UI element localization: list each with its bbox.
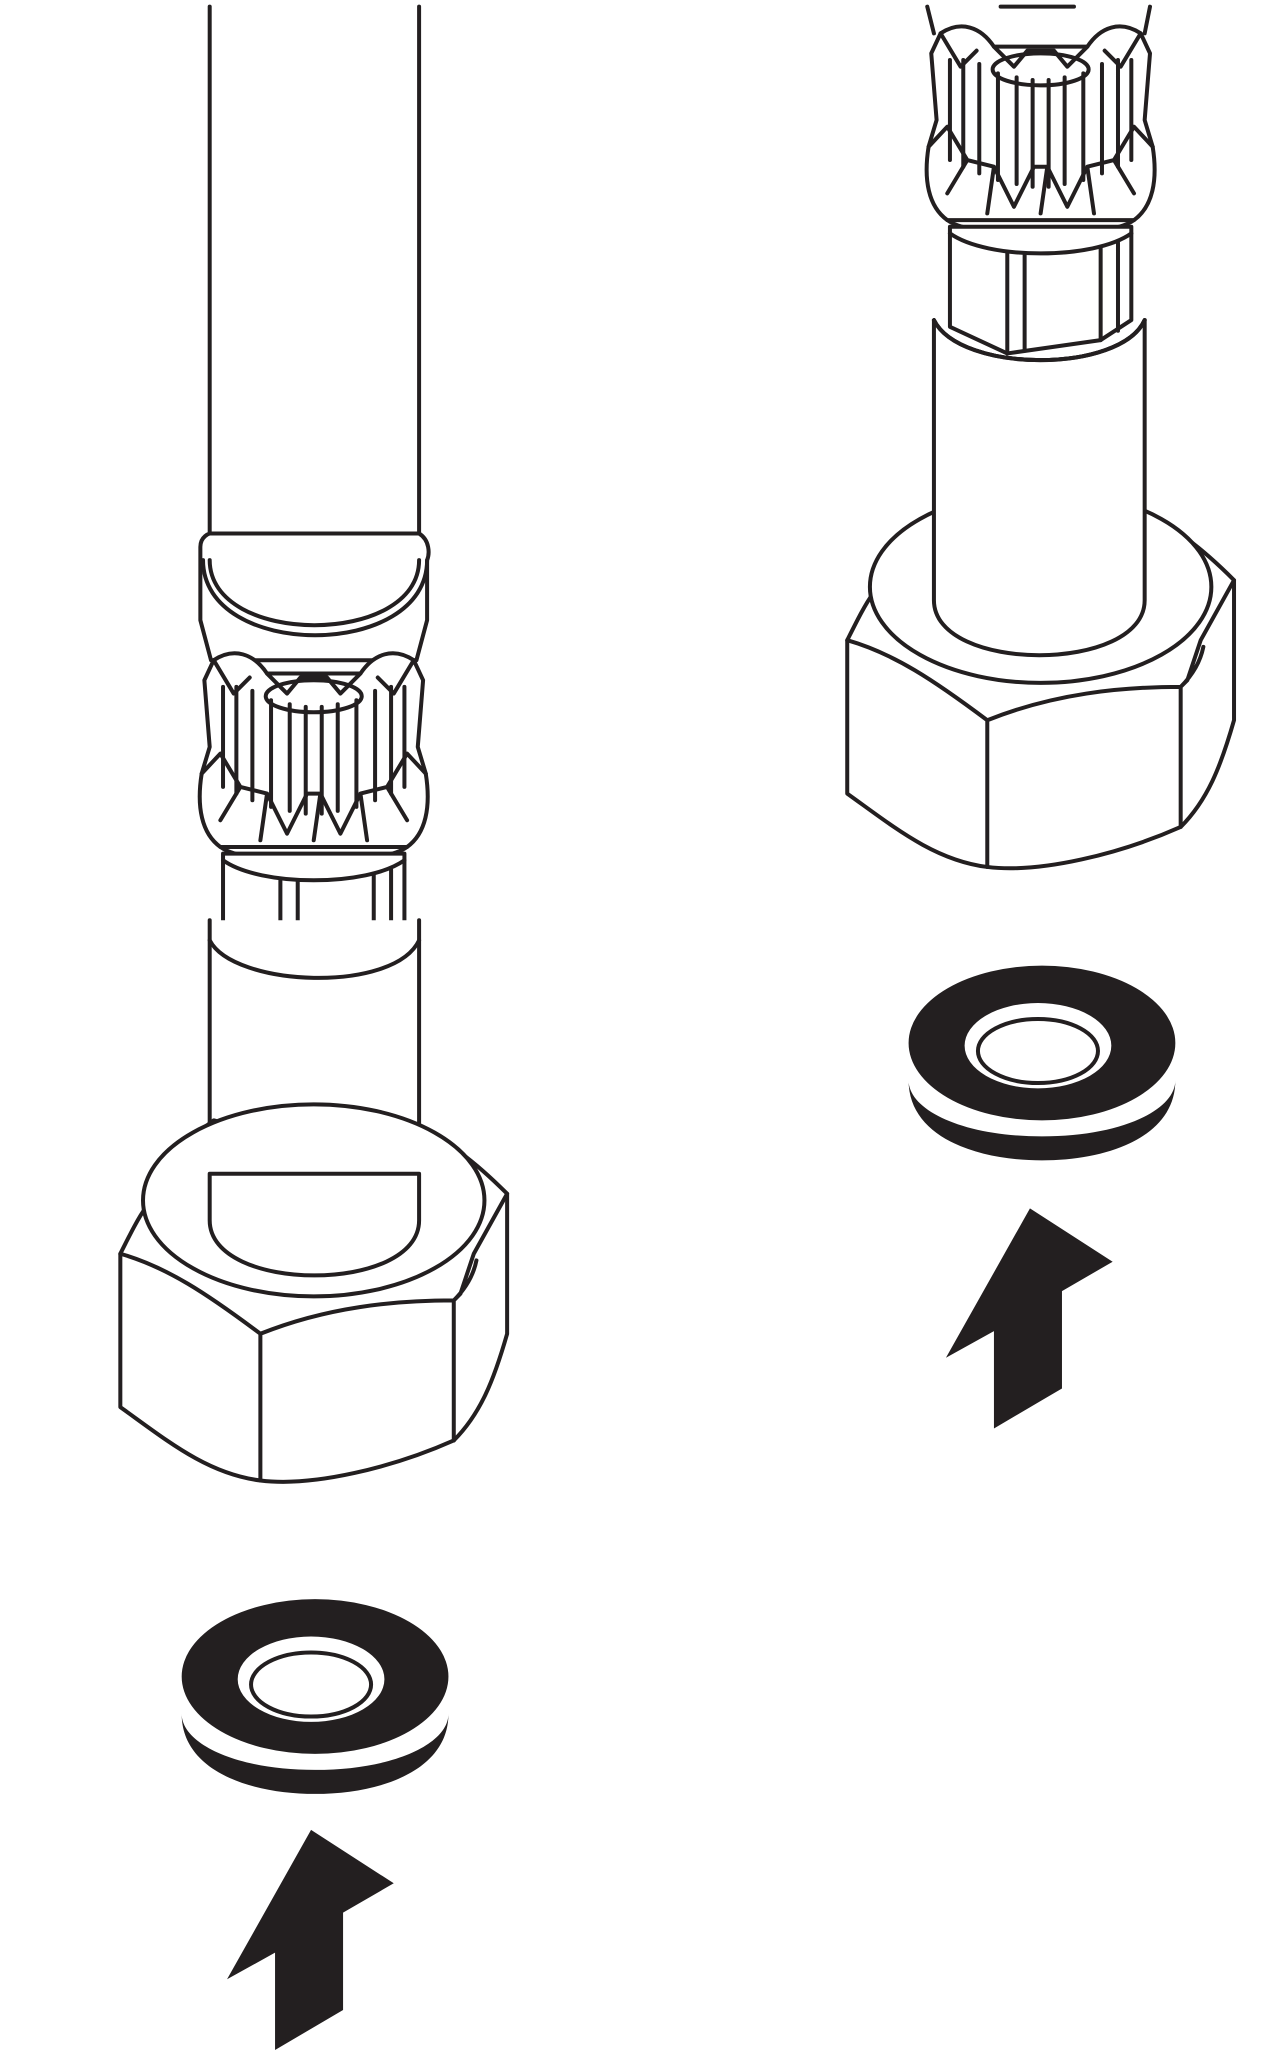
- hex-nut: [120, 1104, 507, 1481]
- hex-fitting: [950, 227, 1131, 354]
- insert-arrow-icon: [945, 1208, 1113, 1429]
- crimp-ferrule: [927, 26, 1155, 235]
- insert-arrow-icon: [227, 1829, 394, 2050]
- hose-ferrule: [198, 531, 431, 663]
- hose-stub: [925, 4, 1152, 36]
- hose: [207, 4, 422, 563]
- tube-end: [931, 318, 1147, 658]
- left-assembly: [120, 4, 507, 2050]
- sealing-washer: [909, 966, 1176, 1161]
- right-assembly: [847, 4, 1234, 1429]
- sealing-washer: [182, 1599, 449, 1794]
- crimp-ferrule: [200, 653, 428, 862]
- tube-end: [207, 1171, 422, 1278]
